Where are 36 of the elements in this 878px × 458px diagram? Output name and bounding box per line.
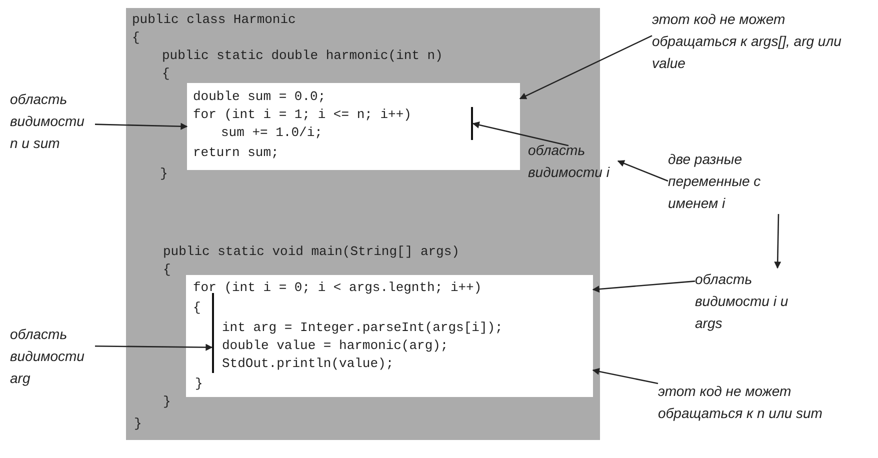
scope-box	[186, 275, 593, 397]
code-line: {	[162, 66, 170, 82]
scope-box	[187, 83, 520, 170]
code-line: double value = harmonic(arg);	[222, 338, 448, 354]
annotation-text: этот код не может обращаться к args[], arg или value	[652, 8, 842, 74]
annotation-text: область видимости n и sum	[10, 88, 95, 154]
arrow	[592, 280, 696, 293]
code-line: }	[195, 376, 203, 392]
code-line: for (int i = 1; i <= n; i++)	[193, 107, 412, 123]
annotation-text: область видимости arg	[10, 323, 95, 389]
annotation-text: две разные переменные с именем i	[668, 148, 798, 214]
code-line: for (int i = 0; i < args.legnth; i++)	[193, 280, 482, 296]
annotation-text: этот код не может обращаться к n или sum	[658, 380, 833, 424]
code-line: }	[160, 166, 168, 182]
code-line: public static double harmonic(int n)	[162, 48, 443, 64]
code-line: {	[193, 300, 201, 316]
annotation-text: область видимости i и args	[695, 268, 805, 334]
arrow	[592, 368, 658, 384]
code-line: {	[132, 30, 140, 46]
code-line: int arg = Integer.parseInt(args[i]);	[222, 320, 503, 336]
code-panel	[126, 8, 600, 440]
code-line: {	[163, 262, 171, 278]
arrow	[472, 122, 569, 146]
arrow	[94, 122, 188, 130]
code-line: public static void main(String[] args)	[163, 244, 460, 260]
arrow	[519, 35, 652, 100]
code-line: sum += 1.0/i;	[221, 125, 322, 141]
code-line: double sum = 0.0;	[193, 89, 326, 105]
code-line: public class Harmonic	[132, 12, 296, 28]
code-line: StdOut.println(value);	[222, 356, 394, 372]
arrow	[95, 344, 213, 351]
code-line: }	[134, 416, 142, 432]
arrow	[617, 160, 668, 182]
code-line: return sum;	[193, 145, 279, 161]
arrow	[774, 214, 782, 269]
code-line: }	[163, 394, 171, 410]
